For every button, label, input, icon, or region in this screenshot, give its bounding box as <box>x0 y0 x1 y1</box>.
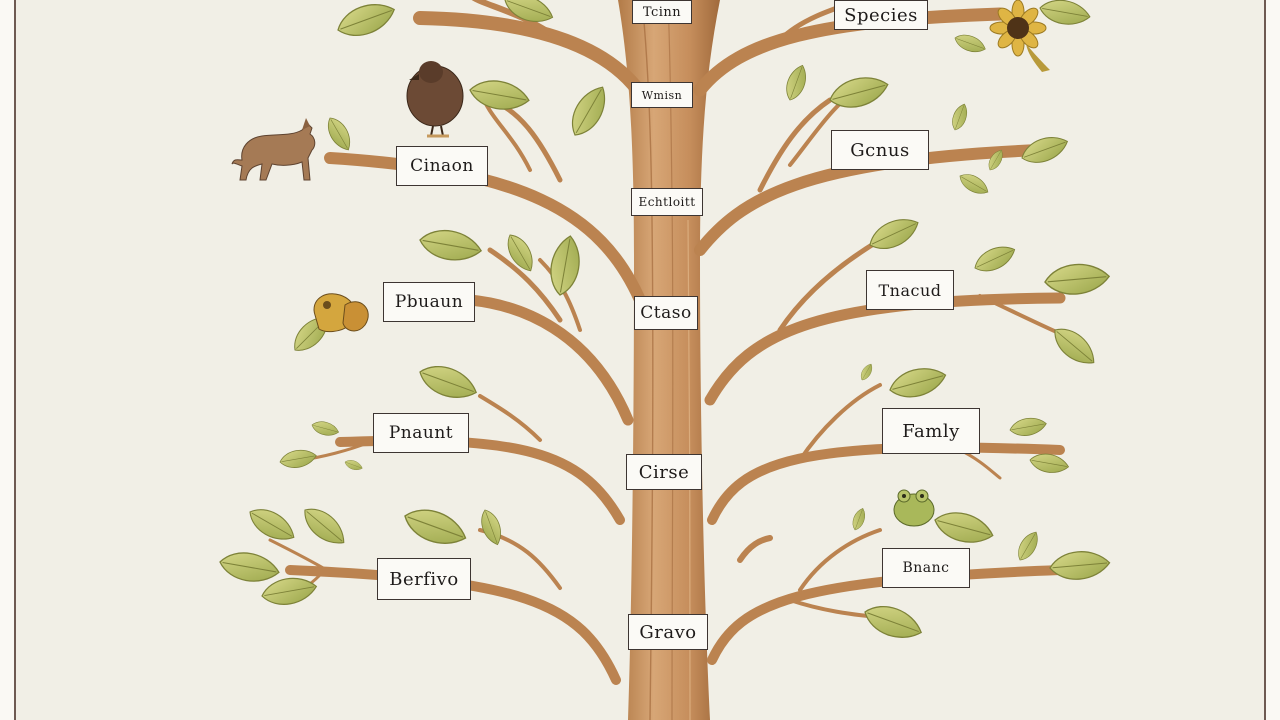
page-margin-left <box>0 0 14 720</box>
right-label-4: Famly <box>882 408 980 454</box>
trunk-label-6: Gravo <box>628 614 708 650</box>
left-label-1: Cinaon <box>396 146 488 186</box>
trunk-label-2: Wmisn <box>631 82 693 108</box>
left-label-3: Pnaunt <box>373 413 469 453</box>
trunk-label-1: Tcinn <box>632 0 692 24</box>
left-label-2: Pbuaun <box>383 282 475 322</box>
right-label-5: Bnanc <box>882 548 970 588</box>
squirrel-icon <box>313 293 369 333</box>
trunk-label-3: Echtloitt <box>631 188 703 216</box>
right-label-3: Tnacud <box>866 270 954 310</box>
left-label-4: Berfivo <box>377 558 471 600</box>
frame-border-left <box>14 0 16 720</box>
trunk-label-4: Ctaso <box>634 296 698 330</box>
sunflower-icon <box>989 0 1050 72</box>
frog-icon <box>893 489 935 527</box>
trunk-label-5: Cirse <box>626 454 702 490</box>
right-label-2: Gcnus <box>831 130 929 170</box>
frame-border-right <box>1264 0 1266 720</box>
tree-trunk <box>618 0 720 720</box>
bird-icon <box>406 61 464 138</box>
page-margin-right <box>1266 0 1280 720</box>
wolf-icon <box>231 118 316 181</box>
right-label-1: Species <box>834 0 928 30</box>
